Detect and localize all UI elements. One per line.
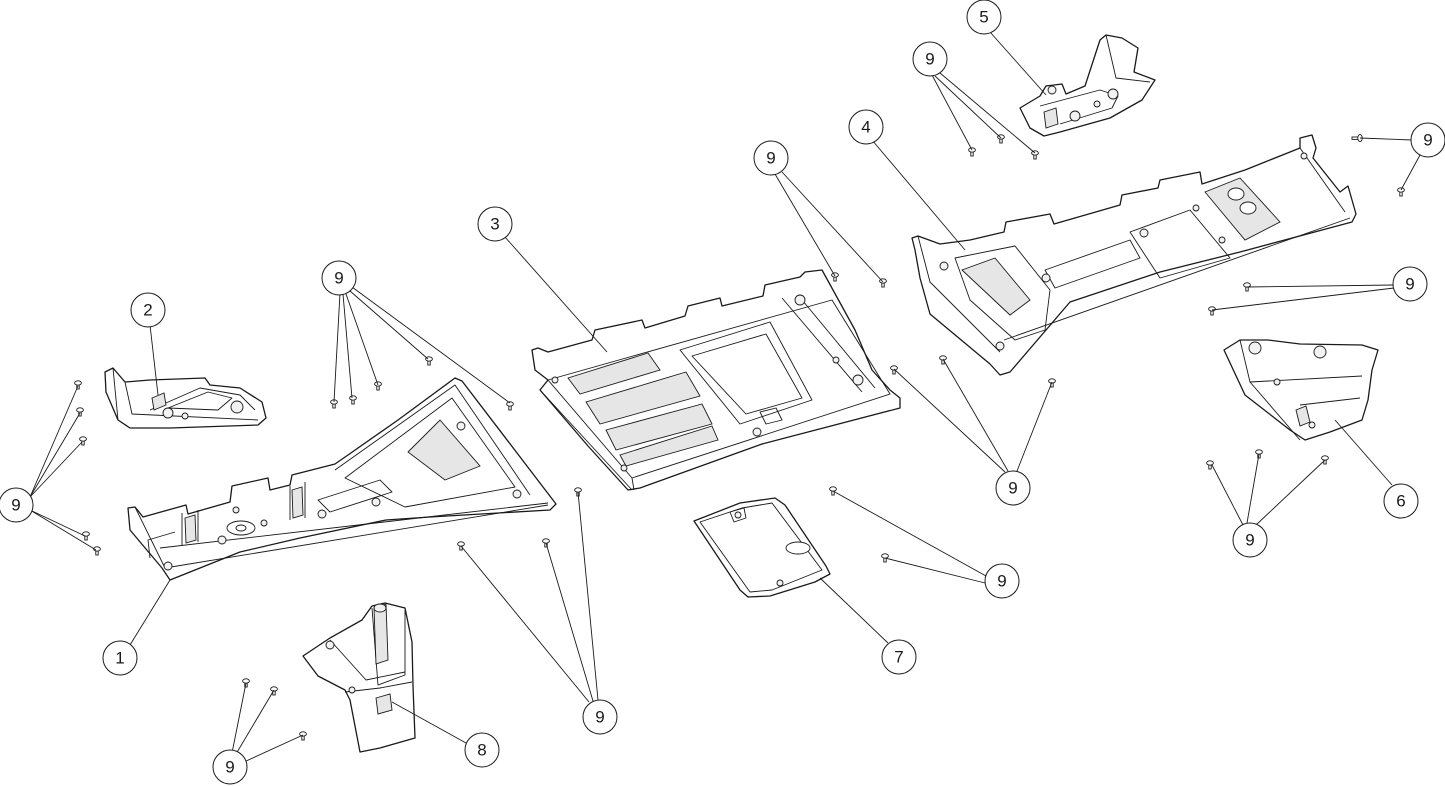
part-1-floor-rail	[127, 377, 557, 581]
callout-3-label: 3	[490, 215, 499, 234]
callout-2: 2	[130, 292, 166, 328]
callout-9-bottom-center: 9	[582, 699, 618, 735]
callout-9-label: 9	[225, 758, 234, 777]
screw-icon	[1243, 282, 1251, 292]
screw-icon	[242, 678, 250, 688]
screw-icon	[939, 355, 947, 365]
part-3-floor-plate	[531, 269, 901, 491]
callout-9-label: 9	[595, 708, 604, 727]
part-8-vertical-bracket	[302, 602, 416, 753]
part-2-bracket	[104, 367, 267, 429]
screw-icon	[506, 401, 514, 411]
screw-icon	[270, 686, 278, 696]
screw-icon	[831, 272, 839, 282]
callout-9-label: 9	[1008, 479, 1017, 498]
callout-9-label: 9	[1405, 275, 1414, 294]
callout-9-label: 9	[766, 149, 775, 168]
part-6-corner-bracket	[1223, 339, 1379, 441]
callout-9-mid-left: 9	[321, 260, 357, 296]
screw-icon	[1031, 150, 1039, 160]
callout-5: 5	[966, 0, 1002, 35]
callout-9-label: 9	[1245, 531, 1254, 550]
screw-icon	[829, 486, 837, 496]
callout-6-label: 6	[1396, 492, 1405, 511]
screw-icon	[890, 365, 898, 375]
callout-9-top: 9	[912, 41, 948, 77]
part-7-cover-plate	[693, 497, 831, 598]
screw-icon	[349, 395, 357, 405]
callout-1: 1	[102, 640, 138, 676]
callout-9-upper-center: 9	[753, 140, 789, 176]
callout-9-right-middle: 9	[1392, 266, 1428, 302]
screw-icon	[1208, 306, 1216, 316]
screw-icon	[374, 381, 382, 391]
screw-icon	[968, 147, 976, 157]
screw-icon	[76, 407, 84, 417]
callout-9-lower-middle: 9	[984, 563, 1020, 599]
screw-icon	[93, 546, 101, 556]
screw-icon	[997, 134, 1005, 144]
callout-9-middle: 9	[995, 470, 1031, 506]
screw-icon	[299, 731, 307, 741]
callout-6: 6	[1383, 483, 1419, 519]
callout-9-far-left: 9	[0, 487, 34, 523]
part-5-bracket	[1019, 34, 1156, 137]
callout-5-label: 5	[979, 8, 988, 27]
callout-2-label: 2	[143, 301, 152, 320]
callout-9-right-bottom: 9	[1232, 522, 1268, 558]
callout-9-far-right: 9	[1410, 122, 1445, 158]
callout-8-label: 8	[477, 741, 486, 760]
callout-8: 8	[464, 732, 500, 768]
screw-icon	[1397, 187, 1405, 197]
callout-3: 3	[477, 206, 513, 242]
callout-9-label: 9	[11, 496, 20, 515]
screw-icon	[1255, 449, 1263, 459]
callout-7-label: 7	[894, 648, 903, 667]
callout-4-label: 4	[861, 118, 870, 137]
screw-icon	[79, 436, 87, 446]
callout-7: 7	[881, 639, 917, 675]
callout-9-label: 9	[925, 50, 934, 69]
screw-icon	[881, 553, 889, 563]
part-4-rear-rail	[911, 134, 1357, 376]
callout-1-label: 1	[115, 649, 124, 668]
callout-9-label: 9	[334, 269, 343, 288]
callout-9-bottom-left: 9	[212, 749, 248, 785]
screw-icon	[82, 531, 90, 541]
callout-9-label: 9	[997, 572, 1006, 591]
screw-icon	[74, 380, 82, 390]
callout-9-label: 9	[1423, 131, 1432, 150]
screw-icon	[542, 538, 550, 548]
screw-icon	[1206, 460, 1214, 470]
leader-lines	[29, 31, 1421, 763]
callout-4: 4	[848, 109, 884, 145]
